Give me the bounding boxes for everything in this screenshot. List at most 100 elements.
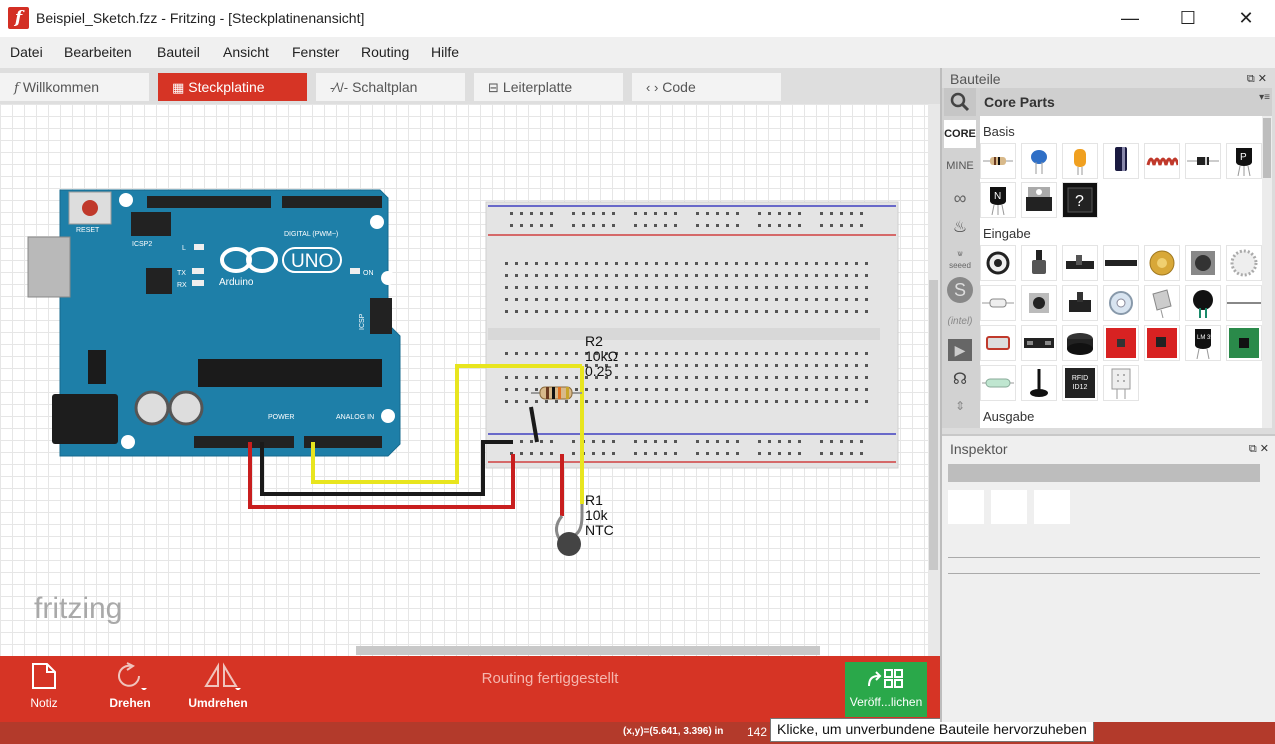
npn-transistor-part-icon[interactable]: N [980,182,1016,218]
ceramic-capacitor-part-icon[interactable] [1021,143,1057,179]
reed-switch-part-icon[interactable] [980,285,1016,321]
sparkfun-sensor-board-part-icon[interactable] [1103,325,1139,361]
cylinder-sensor-part-icon[interactable] [1144,285,1180,321]
share-button[interactable]: Veröff...lichen [845,662,927,717]
tilt-switch-part-icon[interactable] [1103,285,1139,321]
breadboard-hole [855,286,858,289]
breadboard-hole [745,298,748,301]
vertical-scroll-thumb[interactable] [929,280,938,570]
flip-button[interactable]: Umdrehen [180,656,256,722]
search-icon[interactable] [944,88,976,116]
reset-button[interactable] [82,200,98,216]
light-sensor-part-icon[interactable] [1185,285,1221,321]
voltage-regulator-part-icon[interactable] [1021,182,1057,218]
resistor-r2[interactable] [531,386,582,400]
horizontal-scroll-thumb[interactable] [356,646,820,655]
tab-code[interactable]: ‹ ›Code [632,73,781,101]
menu-ansicht[interactable]: Ansicht [223,44,269,60]
note-icon [32,663,56,689]
menu-fenster[interactable]: Fenster [292,44,340,60]
r2-value: 10kΩ [585,348,618,364]
humidity-sensor-part-icon[interactable] [1103,365,1139,401]
rotate-label: Drehen [109,696,151,710]
breadboard[interactable] [485,201,899,469]
breadboard-hole [572,452,575,455]
resistor-part-icon[interactable] [980,143,1016,179]
trimmer-potentiometer-part-icon[interactable] [1021,245,1057,281]
breadboard-hole [865,376,868,379]
ldr-part-icon[interactable] [980,325,1016,361]
stepper-knob-part-icon[interactable] [1185,245,1221,281]
short-black-wire[interactable] [529,406,539,443]
yellow-wire[interactable] [311,364,582,484]
breadboard-hole [525,400,528,403]
breadboard-hole [805,274,808,277]
menu-datei[interactable]: Datei [10,44,43,60]
minimize-button[interactable]: — [1121,8,1139,28]
piezo-part-icon[interactable] [1144,245,1180,281]
wire-sensor-part-icon[interactable] [1226,285,1262,321]
breadboard-hole [645,286,648,289]
arduino-bin-icon[interactable]: ∞ [953,188,967,208]
rotate-button[interactable]: Drehen [98,656,162,722]
playback-bin-icon[interactable]: ▶ [944,336,976,364]
tantalum-capacitor-part-icon[interactable] [1062,143,1098,179]
electrolytic-capacitor-part-icon[interactable] [1103,143,1139,179]
rotary-encoder-part-icon[interactable] [1226,245,1262,281]
breadboard-hole [768,452,771,455]
slide-potentiometer-part-icon[interactable] [1062,245,1098,281]
intel-bin-icon[interactable]: (intel) [947,316,973,327]
bin-core[interactable]: CORE [944,120,976,148]
parts-scroll-thumb[interactable] [1263,118,1271,178]
rfid-reader-part-icon[interactable]: RFID ID12 [1062,365,1098,401]
glass-tube-sensor-part-icon[interactable] [980,365,1016,401]
breadboard-hole [768,212,771,215]
panel-float-close-icon[interactable]: ⧉ ✕ [1246,73,1267,85]
breadboard-hole [515,274,518,277]
breadboard-hole [850,440,853,443]
red-wire[interactable] [248,442,515,509]
rotary-potentiometer-part-icon[interactable] [980,245,1016,281]
parts-scrollbar[interactable] [1262,116,1272,428]
breadboard-canvas[interactable]: RESET ICSP2 DIGITAL (PWM~) UNO Arduino L [0,104,928,656]
mystery-part-icon[interactable]: ? [1062,182,1098,218]
lm35-temperature-sensor-part-icon[interactable]: LM 35 [1185,325,1221,361]
menu-routing[interactable]: Routing [361,44,410,60]
maximize-button[interactable]: ☐ [1179,8,1197,28]
pnp-transistor-part-icon[interactable]: P [1226,143,1262,179]
bin-mine[interactable]: MINE [946,160,974,172]
joystick-part-icon[interactable] [1021,365,1057,401]
headphone-bin-icon[interactable]: ☊ [952,371,968,388]
note-button[interactable]: Notiz [12,656,76,722]
snootlab-bin-icon[interactable]: S [944,276,976,304]
inductor-part-icon[interactable] [1144,143,1180,179]
ntc-thermistor-r1[interactable] [555,454,584,556]
tab-steckplatine[interactable]: ▦Steckplatine [158,73,307,101]
slider-strip-part-icon[interactable] [1103,245,1139,281]
breadboard-hole [530,224,533,227]
green-sensor-board-part-icon[interactable] [1226,325,1262,361]
toggle-switch-part-icon[interactable] [1062,285,1098,321]
menu-hilfe[interactable]: Hilfe [431,44,460,60]
ultrasonic-part-icon[interactable] [1062,325,1098,361]
sparkfun-bin-icon[interactable]: ♨ [952,219,968,236]
breadboard-hole [515,376,518,379]
menu-bauteil[interactable]: Bauteil [157,44,200,60]
tab-leiterplatte[interactable]: ⊟Leiterplatte [474,73,623,101]
breadboard-hole [850,212,853,215]
pushbutton-part-icon[interactable] [1021,285,1057,321]
inspector-float-close-icon[interactable]: ⧉ ✕ [1248,443,1269,455]
menu-bearbeiten[interactable]: Bearbeiten [64,44,132,60]
tab-schaltplan[interactable]: -⁄\/-Schaltplan [316,73,465,101]
black-wire[interactable] [260,440,513,496]
bin-scroll-arrows-icon[interactable]: ⇕ [954,399,966,413]
diode-part-icon[interactable] [1185,143,1221,179]
arduino-uno-board[interactable]: RESET ICSP2 DIGITAL (PWM~) UNO Arduino L [27,189,401,457]
ir-sensor-part-icon[interactable] [1021,325,1057,361]
close-button[interactable]: ✕ [1238,8,1254,28]
sparkfun-breakout-part-icon[interactable] [1144,325,1180,361]
bin-menu-icon[interactable]: ▾≡ [1259,92,1270,103]
routing-status-text[interactable]: Routing fertiggestellt [481,670,619,687]
